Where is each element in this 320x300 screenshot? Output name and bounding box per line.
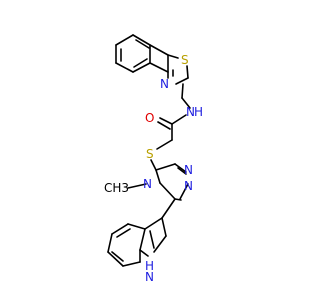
molecule-structure: S N N H O S N CH3 N N H N (104, 34, 203, 284)
atom-h-indole: H (145, 259, 154, 273)
atom-methyl: CH3 (104, 181, 129, 195)
atom-s-thioether: S (146, 147, 154, 161)
bond-lines (107, 34, 191, 267)
atom-s-thiazole: S (181, 53, 189, 67)
atom-n-thiazole: N (160, 77, 169, 91)
atom-h-amide: H (194, 105, 203, 119)
atom-n-indole: N (145, 270, 154, 284)
atom-n-triazole-2: N (184, 179, 193, 193)
atom-o-carbonyl: O (145, 111, 154, 125)
atom-labels: S N N H O S N CH3 N N H N (104, 53, 203, 284)
atom-n-triazole-1: N (184, 163, 193, 177)
atom-n-amide: N (186, 105, 195, 119)
atom-n-triazole-4: N (143, 177, 152, 191)
